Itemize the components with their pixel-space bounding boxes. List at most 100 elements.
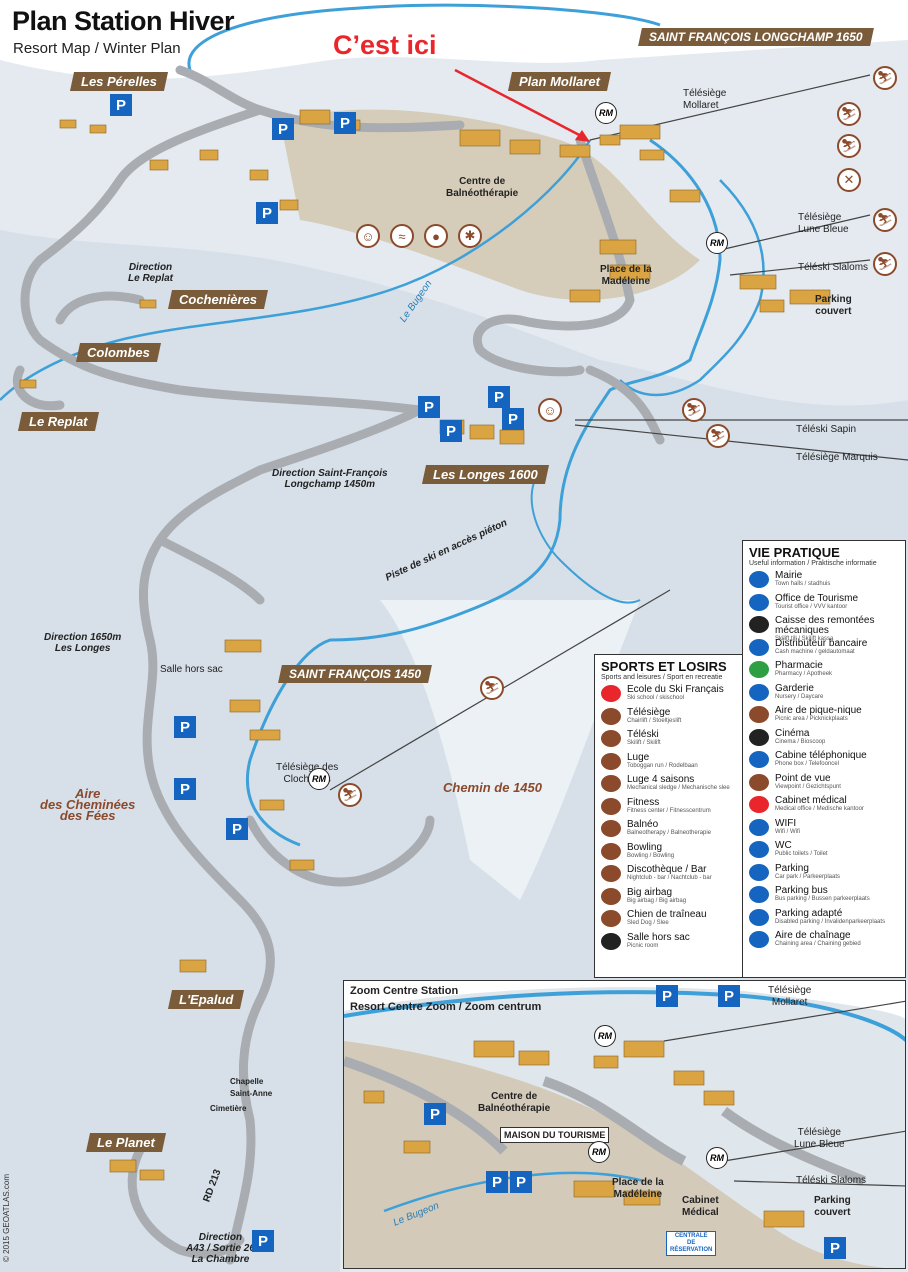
sledge-icon: ⛷ bbox=[837, 102, 861, 126]
legend-item-label: Caisse des remontées mécaniques bbox=[775, 615, 875, 636]
legend-symbol-icon bbox=[601, 707, 621, 725]
legend-item-sublabel: Nightclub - bar / Nachtclub - bar bbox=[627, 875, 712, 881]
parking-icon: P bbox=[824, 1237, 846, 1259]
legend-item-sublabel: Public toilets / Toilet bbox=[775, 851, 828, 857]
parking-icon: P bbox=[486, 1171, 508, 1193]
terrain-slope bbox=[380, 600, 640, 900]
label-telesiege-mollaret: Télésiège Mollaret bbox=[683, 88, 727, 111]
parking-icon: P bbox=[424, 1103, 446, 1125]
banner-colombes: Colombes bbox=[75, 343, 161, 362]
roads bbox=[12, 65, 665, 1265]
zoom-map bbox=[344, 981, 905, 1268]
legend-item-label: Office de Tourisme bbox=[775, 592, 859, 604]
parking-icon: P bbox=[226, 818, 248, 840]
chairlift-icon: ⛷ bbox=[873, 66, 897, 90]
label-telesiege-lune: Télésiège Lune Bleue bbox=[798, 212, 849, 235]
legend-item-sublabel: Ski school / skischool bbox=[627, 695, 685, 701]
legend-symbol-icon bbox=[749, 773, 769, 791]
legend-symbol-icon bbox=[749, 683, 769, 701]
legend-item-sublabel: Car park / Parkeerplaats bbox=[775, 873, 841, 880]
legend-sports: SPORTS ET LOSIRS Sports and leisures / S… bbox=[594, 654, 744, 978]
legend-sports-title: SPORTS ET LOSIRS bbox=[601, 659, 727, 674]
banner-mollaret: Plan Mollaret bbox=[507, 72, 611, 91]
legend-item-sublabel: Phone box / Telefooncel bbox=[775, 761, 839, 767]
banner-sf1450: SAINT FRANÇOIS 1450 bbox=[278, 665, 432, 683]
rm-icon: RM bbox=[706, 232, 728, 254]
legend-symbol-icon bbox=[749, 931, 769, 948]
label-direction-a43: Direction A43 / Sortie 26 La Chambre bbox=[186, 1232, 255, 1265]
legend-item-label: Pharmacie bbox=[775, 660, 823, 671]
legend-item-sublabel: Toboggan run / Rodelbaan bbox=[627, 762, 698, 769]
legend-symbol-icon bbox=[749, 818, 769, 836]
legend-item-sublabel: Skilift till / Skilift kassa bbox=[775, 636, 834, 642]
legend-item-sublabel: Tourist office / VVV kantoor bbox=[775, 603, 848, 610]
legend-item-sublabel: Chairlift / Stoeltjeslift bbox=[627, 717, 682, 724]
label-telesiege-marquis: Télésiège Marquis bbox=[796, 452, 878, 463]
label-parking-couvert: Parking couvert bbox=[815, 294, 852, 317]
legend-item-label: Parking bbox=[775, 862, 809, 874]
legend-symbol-icon bbox=[749, 638, 769, 656]
legend-item-label: WIFI bbox=[775, 817, 797, 829]
bowling-icon: ● bbox=[424, 224, 448, 248]
legend-item-label: Distributeur bancaire bbox=[775, 637, 868, 649]
legend-item-label: Cabine téléphonique bbox=[775, 750, 867, 761]
parking-icon: P bbox=[174, 716, 196, 738]
legend-item-sublabel: Balneotherapy / Balneotherapie bbox=[627, 830, 712, 836]
parking-icon: P bbox=[272, 118, 294, 140]
banner-epalud: L'Epalud bbox=[167, 990, 245, 1009]
label-direction-replat: Direction Le Replat bbox=[128, 262, 174, 284]
legend-item-sublabel: Pharmacy / Apotheek bbox=[775, 671, 833, 677]
parking-icon: P bbox=[510, 1171, 532, 1193]
parking-icon: P bbox=[252, 1230, 274, 1252]
zoom-label-mollaret: Télésiège Mollaret bbox=[768, 985, 812, 1008]
legend-item-label: Luge 4 saisons bbox=[627, 774, 695, 785]
balneo-icon: ≈ bbox=[390, 224, 414, 248]
parking-icon: P bbox=[174, 778, 196, 800]
legend-item-label: Big airbag bbox=[627, 886, 673, 898]
skilift-icon: ⛷ bbox=[682, 398, 706, 422]
zoom-title: Zoom Centre Station bbox=[350, 985, 459, 997]
rm-icon: RM bbox=[595, 102, 617, 124]
chairlift-icon: ⛷ bbox=[480, 676, 504, 700]
copyright: © 2015 GEOATLAS.com bbox=[2, 1173, 11, 1262]
buildings bbox=[19, 109, 831, 1181]
legend-item-label: Garderie bbox=[775, 682, 814, 694]
banner-planet: Le Planet bbox=[85, 1133, 166, 1152]
legend-item-sublabel: Skilift / Skilift bbox=[627, 740, 661, 746]
legend-item-sublabel: Mechanical sledge / Mechanische slee bbox=[627, 785, 730, 791]
zoom-label-cabinet: Cabinet Médical bbox=[682, 1195, 719, 1218]
skilift-icon: ⛷ bbox=[873, 252, 897, 276]
here-marker-label: C’est ici bbox=[333, 30, 437, 60]
river-east bbox=[619, 179, 765, 397]
legend-item-label: Téléski bbox=[627, 729, 659, 740]
legend-item-label: Parking adapté bbox=[775, 907, 843, 919]
parking-icon: P bbox=[718, 985, 740, 1007]
parking-icon: P bbox=[502, 408, 524, 430]
label-teleski-slaloms: Téléski Slaloms bbox=[798, 262, 869, 273]
luge-icon: ⛷ bbox=[338, 783, 362, 807]
luge-icon: ⛷ bbox=[837, 134, 861, 158]
parking-icon: P bbox=[440, 420, 462, 442]
legend-item-label: Cinéma bbox=[775, 727, 810, 739]
